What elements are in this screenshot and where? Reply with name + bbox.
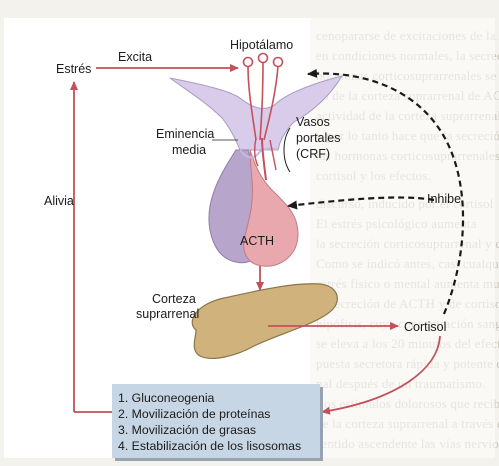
neuron-body-2 bbox=[259, 54, 268, 63]
effect-item: 4. Estabilización de los lisosomas bbox=[118, 438, 320, 454]
label-portales: portales bbox=[296, 131, 340, 145]
label-media: media bbox=[172, 143, 206, 157]
label-vasos: Vasos bbox=[296, 115, 330, 129]
label-suprarrenal: suprarrenal bbox=[136, 307, 199, 321]
label-cortisol: Cortisol bbox=[404, 320, 446, 334]
effect-item: 3. Movilización de grasas bbox=[118, 422, 320, 438]
label-inhibe: Inhibe bbox=[427, 192, 461, 206]
effect-item: 1. Gluconeogenia bbox=[118, 390, 320, 406]
diagram-panel-right-fade bbox=[310, 18, 495, 458]
label-corteza: Corteza bbox=[152, 292, 196, 306]
label-hipotalamo: Hipotálamo bbox=[230, 38, 293, 52]
label-excita: Excita bbox=[118, 50, 152, 64]
label-acth: ACTH bbox=[240, 234, 274, 248]
label-estres: Estrés bbox=[56, 62, 91, 76]
neuron-body-3 bbox=[274, 58, 283, 67]
effect-item: 2. Movilización de proteínas bbox=[118, 406, 320, 422]
label-eminencia: Eminencia bbox=[156, 127, 214, 141]
label-crf: (CRF) bbox=[296, 147, 330, 161]
label-alivia: Alivia bbox=[44, 194, 74, 208]
neuron-body-1 bbox=[244, 58, 253, 67]
cortisol-effects-box: 1. Gluconeogenia 2. Movilización de prot… bbox=[112, 384, 320, 458]
